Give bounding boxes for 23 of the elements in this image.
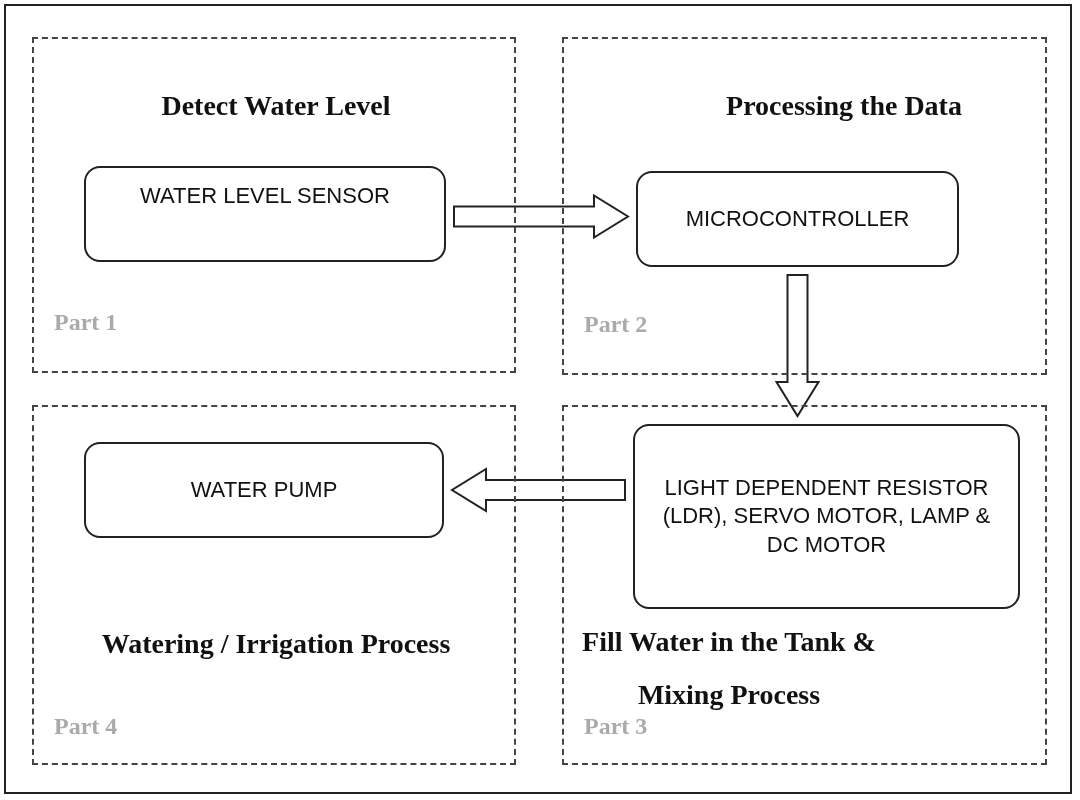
dashed-panel [32,37,516,373]
box-label: MICROCONTROLLER [684,204,911,233]
block-arrow [450,467,626,513]
dashed-panel [562,405,1047,765]
part-label: Part 4 [54,713,118,740]
process-box [633,424,1020,609]
panel-heading: Detect Water Level [160,89,392,123]
dashed-panel [562,37,1047,375]
panel-heading: Processing the Data [725,89,963,123]
process-box [84,166,446,262]
part-label: Part 1 [54,309,118,336]
process-box [84,442,444,538]
box-label: LIGHT DEPENDENT RESISTOR (LDR), SERVO MOTOR, LAMP & DC MOTOR [661,473,992,559]
process-box [636,171,959,267]
block-arrow [453,193,630,240]
block-arrow [774,274,821,418]
box-label: WATER LEVEL SENSOR [139,182,391,210]
box-label: WATER PUMP [189,475,339,504]
panel-heading: Fill Water in the Tank & Mixing Process [581,625,877,713]
part-label: Part 3 [584,713,648,740]
panel-heading: Watering / Irrigation Process [100,627,452,661]
dashed-panel [32,405,516,765]
part-label: Part 2 [584,311,648,338]
